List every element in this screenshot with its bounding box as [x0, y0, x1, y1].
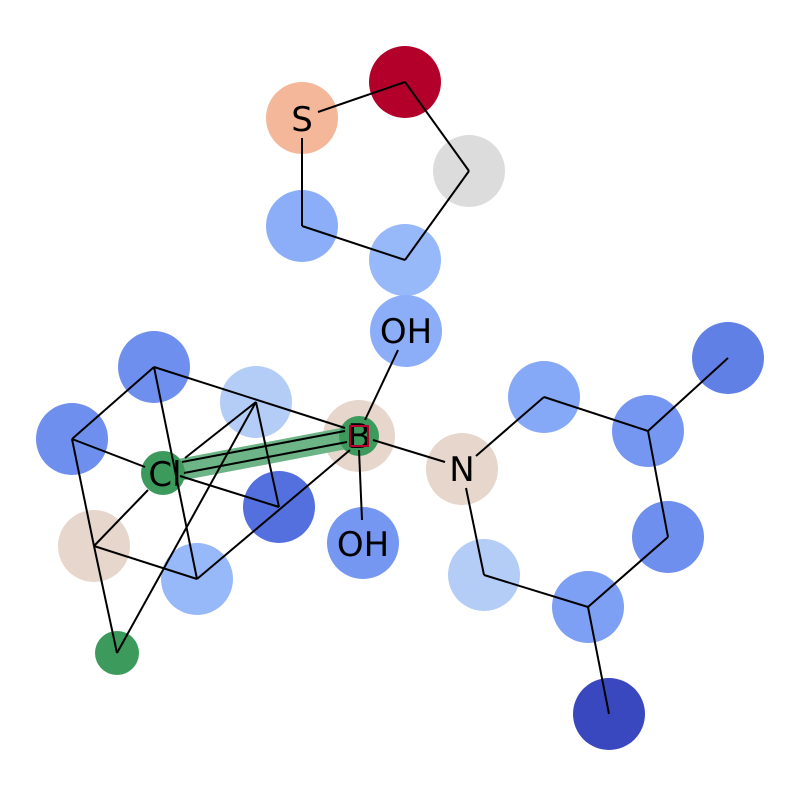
atom-highlight: [266, 82, 338, 154]
atom-label-n: N: [449, 450, 474, 490]
bond: [317, 81, 406, 113]
bond: [647, 430, 669, 538]
bond: [647, 357, 729, 432]
bond: [116, 401, 257, 654]
bond: [196, 449, 351, 580]
bond: [372, 439, 446, 463]
atom-label-oh-bottom: OH: [337, 525, 389, 565]
bond: [93, 489, 149, 547]
atom-highlight: [370, 295, 442, 367]
bond: [179, 475, 280, 508]
bond: [404, 170, 470, 261]
bond-double-a: [181, 430, 346, 463]
atom-highlight: [327, 507, 399, 579]
bond-double-b: [183, 441, 348, 474]
bond: [93, 545, 198, 580]
bond: [255, 401, 280, 508]
atom-highlight: [426, 433, 498, 505]
bond: [483, 574, 589, 608]
bond: [587, 536, 669, 608]
atom-highlights: [36, 46, 764, 750]
bond: [475, 396, 545, 457]
bond: [153, 366, 346, 429]
bonds: [71, 81, 729, 715]
bond: [543, 396, 649, 432]
bond: [71, 438, 95, 547]
atom-label-s: S: [291, 100, 313, 140]
bond: [301, 225, 406, 261]
bond: [71, 438, 146, 468]
highlighted-bond: [152, 425, 368, 484]
bond: [93, 545, 118, 654]
bond: [71, 366, 155, 440]
bond: [465, 487, 485, 576]
bond: [364, 349, 399, 421]
atom-label-cl: Cl: [148, 455, 181, 495]
atom-label-oh-top: OH: [380, 312, 432, 352]
atom-labels: S OH OH N Cl B: [148, 100, 474, 565]
bond: [184, 401, 257, 459]
bond: [587, 606, 610, 715]
center-atom-marker: [349, 425, 369, 447]
bond: [358, 449, 363, 521]
bond: [153, 366, 198, 580]
bond: [404, 81, 470, 172]
